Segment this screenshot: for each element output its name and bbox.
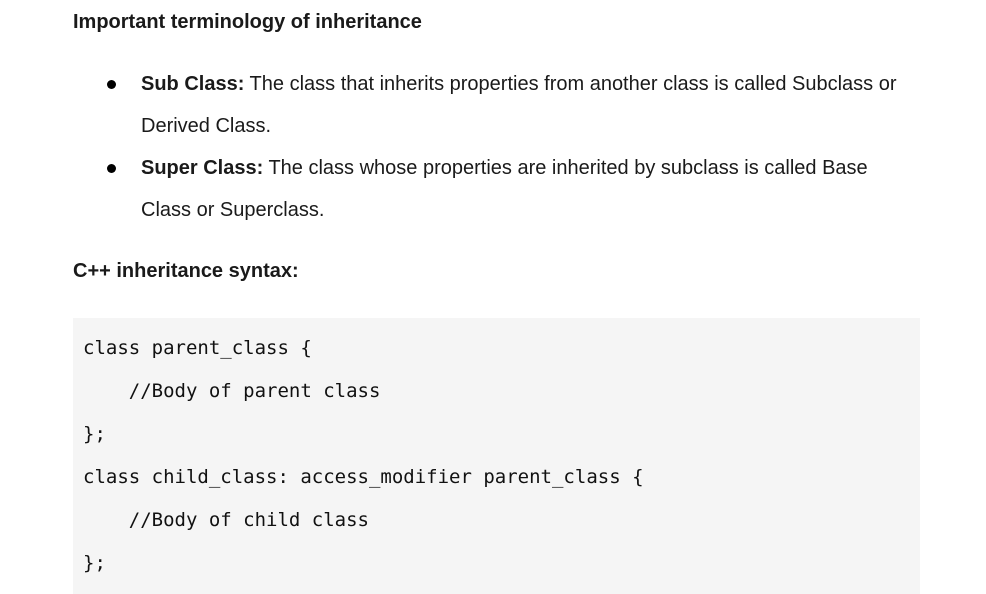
code-block: class parent_class { //Body of parent cl… [73,318,920,594]
code-line: }; [83,552,106,574]
term-description: The class that inherits properties from … [141,73,897,137]
bullet-icon [107,164,116,173]
term-name: Sub Class: [141,73,245,95]
syntax-heading: C++ inheritance syntax: [73,260,299,282]
code-line: }; [83,423,106,445]
terminology-heading: Important terminology of inheritance [73,11,422,33]
code-line: //Body of child class [83,509,369,531]
bullet-icon [107,80,116,89]
term-name: Super Class: [141,157,264,179]
code-line: class parent_class { [83,337,312,359]
terminology-list: Sub Class: The class that inherits prope… [73,63,921,231]
term-description: The class whose properties are inherited… [141,157,868,221]
list-item-subclass: Sub Class: The class that inherits prope… [73,63,921,147]
code-line: class child_class: access_modifier paren… [83,466,644,488]
code-line: //Body of parent class [83,380,381,402]
list-item-superclass: Super Class: The class whose properties … [73,147,921,231]
